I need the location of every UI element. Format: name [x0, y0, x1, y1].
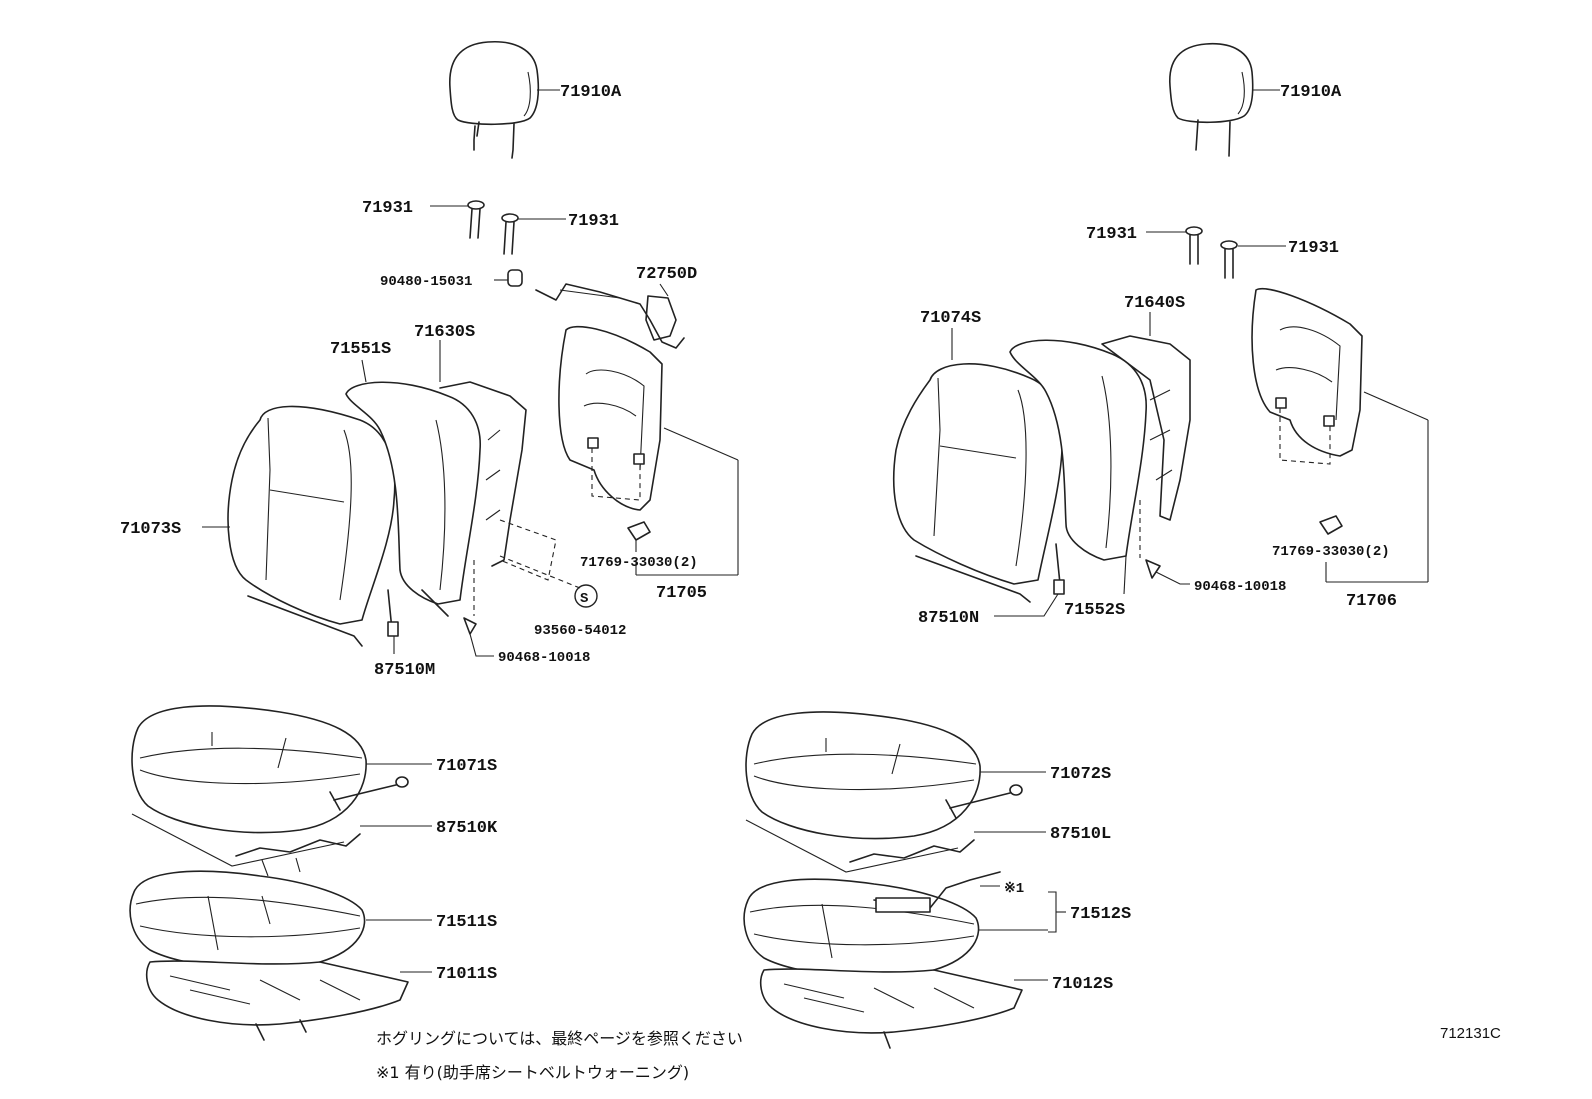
seatback-pad-icon: [345, 381, 481, 617]
headrest-icon: [449, 40, 540, 159]
label-71910a-right: 71910A: [1280, 83, 1342, 102]
label-93560-54012: 93560-54012: [534, 623, 626, 639]
bolt-icon: [945, 784, 1023, 819]
label-71931-left-a: 71931: [362, 199, 413, 218]
label-90480-15031: 90480-15031: [380, 274, 472, 290]
note-hog-ring: ホグリングについては、最終ページを参照ください: [376, 1029, 743, 1048]
label-71769-left: 71769-33030(2): [580, 555, 698, 571]
label-71012s: 71012S: [1052, 975, 1113, 994]
label-71071s: 71071S: [436, 757, 497, 776]
label-87510m: 87510M: [374, 661, 435, 680]
seat-cushion-icon: [745, 711, 981, 840]
headrest-icon: [1169, 42, 1254, 157]
seat-cushion-icon: [131, 705, 367, 834]
clip-icon: [507, 269, 523, 287]
label-90468-10018-left: 90468-10018: [498, 650, 590, 666]
label-71552s: 71552S: [1064, 601, 1125, 620]
label-note-1-marker: ※1: [1004, 881, 1024, 897]
seat-frame-icon: [145, 960, 409, 1041]
label-71072s: 71072S: [1050, 765, 1111, 784]
seatback-cover-icon: [893, 363, 1064, 603]
label-71769-right: 71769-33030(2): [1272, 544, 1390, 560]
sensor-icon: [387, 589, 399, 637]
seat-cushion-pad-icon: [743, 871, 1001, 978]
label-71511s: 71511S: [436, 913, 497, 932]
seat-frame-icon: [535, 283, 685, 349]
seatback-cover-icon: [227, 405, 396, 647]
seatback-board-icon: [1251, 288, 1363, 465]
seat-cushion-pad-icon: [129, 870, 366, 970]
label-71931-right-b: 71931: [1288, 239, 1339, 258]
label-87510n: 87510N: [918, 609, 979, 628]
sensor-icon: [1053, 543, 1065, 595]
label-71931-left-b: 71931: [568, 212, 619, 231]
label-71512s: 71512S: [1070, 905, 1131, 924]
bolt-icon: [467, 200, 519, 255]
svg-text:S: S: [580, 591, 588, 607]
label-87510l: 87510L: [1050, 825, 1111, 844]
seatback-pad-icon: [1009, 339, 1147, 561]
clip-icon: [1319, 515, 1343, 535]
label-90468-10018-right: 90468-10018: [1194, 579, 1286, 595]
label-71630s: 71630S: [414, 323, 475, 342]
label-71706: 71706: [1346, 592, 1397, 611]
label-71931-right-a: 71931: [1086, 225, 1137, 244]
label-87510k: 87510K: [436, 819, 498, 838]
label-71011s: 71011S: [436, 965, 497, 984]
label-71640s: 71640S: [1124, 294, 1185, 313]
sensor-icon: [131, 813, 361, 877]
label-71073s: 71073S: [120, 520, 181, 539]
bolt-icon: [329, 776, 409, 811]
sensor-icon: [745, 819, 975, 873]
bolt-icon: [1185, 226, 1238, 279]
illustration-id: 712131C: [1440, 1025, 1501, 1042]
label-72750d: 72750D: [636, 265, 697, 284]
s-symbol-icon: S: [499, 555, 598, 608]
clip-icon: [1139, 500, 1161, 579]
clip-icon: [463, 560, 477, 635]
label-71910a-left: 71910A: [560, 83, 622, 102]
label-71551s: 71551S: [330, 340, 391, 359]
seat-frame-icon: [759, 968, 1023, 1049]
clip-icon: [627, 521, 651, 552]
label-71074s: 71074S: [920, 309, 981, 328]
seatback-board-icon: [558, 325, 663, 511]
seat-frame-icon: [1101, 335, 1191, 521]
label-71705: 71705: [656, 584, 707, 603]
seat-frame-icon: [439, 381, 557, 581]
note-belt-warning: ※1 有り(助手席シートベルトウォーニング): [376, 1063, 689, 1082]
